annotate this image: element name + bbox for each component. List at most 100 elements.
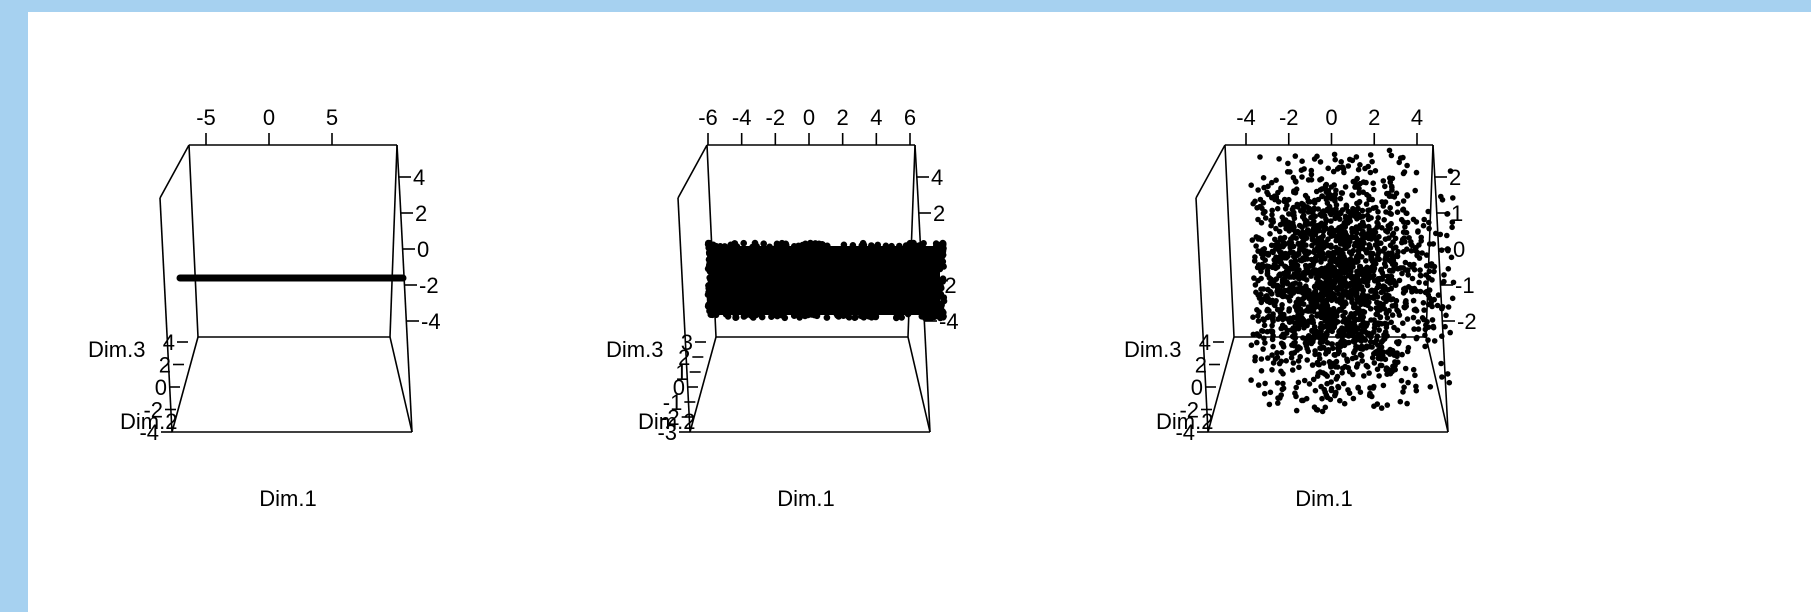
x-tick-label-5: 4 (870, 105, 882, 130)
data-point (1396, 159, 1402, 166)
data-point (1299, 315, 1306, 322)
data-point (940, 297, 948, 305)
data-point (1411, 326, 1417, 332)
data-point (1309, 362, 1316, 368)
data-point (1260, 200, 1267, 206)
data-point (1274, 350, 1280, 356)
data-point (1333, 187, 1339, 194)
data-point (1434, 302, 1441, 309)
data-point (1366, 275, 1372, 282)
data-point (1248, 182, 1254, 188)
data-point (707, 311, 715, 319)
data-point (1308, 214, 1314, 221)
data-point (1374, 366, 1381, 373)
data-point (1357, 351, 1364, 358)
data-point (1305, 304, 1312, 310)
data-point (1375, 277, 1382, 284)
data-point (1311, 197, 1318, 204)
data-point (1350, 178, 1357, 185)
data-point (1284, 280, 1291, 287)
box-depth-top-right (1432, 144, 1437, 199)
z-tick-label-2: 0 (417, 237, 429, 262)
data-point (1286, 265, 1292, 272)
data-point (1325, 236, 1331, 242)
data-point (1365, 223, 1372, 230)
data-point (1397, 398, 1404, 405)
data-point (1404, 348, 1411, 355)
data-point (1341, 316, 1348, 323)
data-point (1393, 281, 1399, 287)
data-point (1353, 354, 1359, 361)
data-point (1343, 262, 1349, 268)
data-points (704, 239, 948, 322)
data-point (1278, 349, 1285, 356)
data-point (1370, 262, 1377, 268)
x-tick-label-2: -2 (766, 105, 786, 130)
data-point (1273, 263, 1279, 270)
data-point (1303, 254, 1309, 260)
data-point (1340, 380, 1347, 387)
data-point (1300, 296, 1306, 302)
data-point (1425, 337, 1431, 343)
data-point (874, 241, 882, 249)
data-point (1328, 341, 1335, 347)
data-point (1303, 395, 1310, 402)
y-tick-label-3: -2 (143, 398, 163, 423)
data-point (1422, 343, 1428, 350)
data-point (1422, 332, 1428, 339)
data-point (1367, 244, 1373, 250)
data-point (1420, 300, 1427, 306)
data-point (1338, 159, 1344, 165)
data-point (1374, 342, 1381, 348)
data-point (1270, 313, 1276, 320)
data-point (1250, 200, 1256, 207)
data-point (1385, 190, 1392, 197)
data-point (1360, 319, 1366, 325)
y-tick-label-0: 3 (681, 330, 693, 355)
data-point (721, 243, 728, 250)
data-point (1289, 283, 1296, 289)
data-point (1374, 348, 1381, 355)
data-point (705, 256, 713, 263)
data-point (1398, 377, 1405, 384)
z-tick-label-2: 0 (1453, 237, 1465, 262)
data-point (1413, 387, 1420, 394)
data-point (1357, 253, 1363, 259)
z-tick-label-0: 4 (413, 165, 425, 190)
data-point (1421, 216, 1427, 223)
data-point (1262, 215, 1269, 221)
data-point (1371, 403, 1377, 410)
data-point (1339, 190, 1346, 196)
data-point (1312, 351, 1318, 358)
data-point (1444, 371, 1451, 377)
data-point (1401, 286, 1407, 292)
data-point (823, 314, 831, 321)
data-point (1384, 349, 1391, 355)
data-point (1368, 288, 1374, 294)
data-point (1380, 382, 1387, 389)
data-point (1378, 356, 1385, 362)
data-point (1371, 360, 1378, 366)
data-point (834, 312, 841, 319)
data-point (1270, 343, 1276, 350)
data-point (939, 240, 947, 247)
data-point (1429, 277, 1435, 283)
data-point (1355, 285, 1362, 292)
data-point (1386, 307, 1392, 314)
data-point (1258, 286, 1264, 293)
data-point (758, 313, 766, 321)
data-point (1395, 266, 1401, 272)
data-point (1330, 264, 1336, 271)
data-point (1412, 246, 1419, 252)
data-point (1295, 358, 1302, 364)
data-point (1268, 328, 1274, 334)
data-point (1349, 192, 1355, 198)
data-point (1262, 380, 1268, 387)
box-front-left (159, 197, 173, 433)
z-tick-label-3: -2 (419, 273, 439, 298)
data-point (1388, 319, 1394, 326)
data-point (1347, 280, 1354, 287)
data-point (731, 240, 738, 247)
data-point (1388, 296, 1394, 303)
